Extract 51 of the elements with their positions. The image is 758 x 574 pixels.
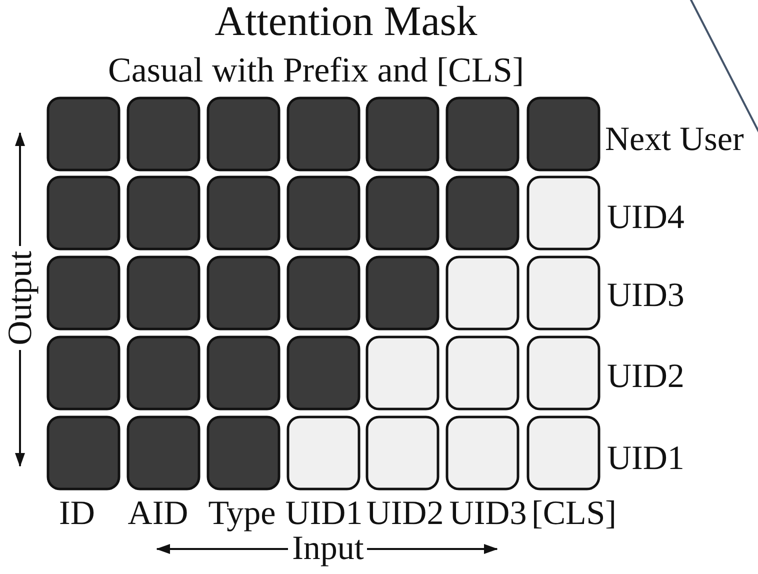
mask-tile bbox=[126, 96, 200, 172]
mask-tile bbox=[286, 176, 360, 250]
mask-tile bbox=[286, 256, 360, 330]
mask-tile bbox=[366, 176, 440, 250]
mask-tile bbox=[126, 256, 200, 330]
mask-tile bbox=[446, 336, 520, 410]
row-label: UID1 bbox=[607, 442, 684, 476]
column-label: ID bbox=[59, 497, 95, 531]
mask-tile bbox=[526, 176, 600, 250]
mask-tile bbox=[526, 416, 600, 490]
mask-tile bbox=[206, 416, 280, 490]
mask-tile bbox=[286, 336, 360, 410]
mask-tile bbox=[46, 416, 120, 490]
mask-tile bbox=[526, 336, 600, 410]
mask-tile bbox=[46, 176, 120, 250]
mask-tile bbox=[526, 96, 600, 172]
mask-tile bbox=[446, 416, 520, 490]
column-label: UID2 bbox=[366, 497, 444, 531]
axis-label: Output bbox=[4, 250, 38, 346]
mask-tile bbox=[126, 416, 200, 490]
column-label: [CLS] bbox=[532, 497, 616, 531]
mask-tile bbox=[206, 96, 280, 172]
subtitle: Casual with Prefix and [CLS] bbox=[108, 52, 524, 88]
mask-tile bbox=[126, 176, 200, 250]
mask-tile bbox=[446, 96, 520, 172]
mask-tile bbox=[366, 336, 440, 410]
mask-tile bbox=[206, 336, 280, 410]
row-label: UID3 bbox=[607, 279, 684, 313]
mask-tile bbox=[46, 336, 120, 410]
row-label: Next User bbox=[605, 123, 744, 157]
mask-tile bbox=[366, 416, 440, 490]
mask-tile bbox=[126, 336, 200, 410]
column-label: UID1 bbox=[285, 497, 363, 531]
mask-tile bbox=[206, 256, 280, 330]
row-label: UID2 bbox=[607, 360, 684, 394]
mask-tile bbox=[206, 176, 280, 250]
row-label: UID4 bbox=[607, 201, 684, 235]
mask-tile bbox=[366, 96, 440, 172]
column-label: UID3 bbox=[449, 497, 527, 531]
mask-tile bbox=[446, 176, 520, 250]
mask-tile bbox=[46, 256, 120, 330]
title: Attention Mask bbox=[214, 1, 478, 43]
mask-tile bbox=[286, 416, 360, 490]
mask-tile bbox=[366, 256, 440, 330]
column-label: Type bbox=[208, 497, 276, 531]
mask-tile bbox=[526, 256, 600, 330]
mask-tile bbox=[446, 256, 520, 330]
axis-label: Input bbox=[292, 532, 364, 566]
mask-tile bbox=[46, 96, 120, 172]
mask-tile bbox=[286, 96, 360, 172]
column-label: AID bbox=[128, 497, 188, 531]
